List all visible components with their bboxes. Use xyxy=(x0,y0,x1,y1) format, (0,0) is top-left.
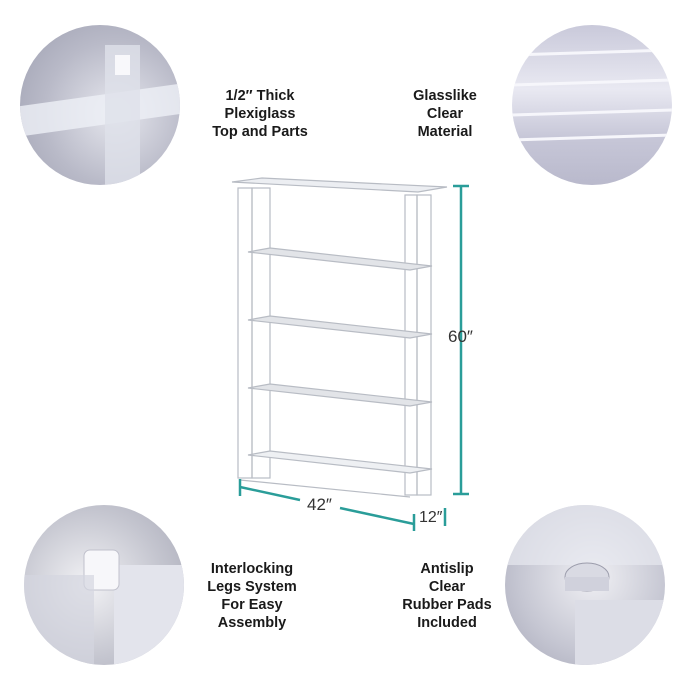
callout-line: Interlocking xyxy=(210,561,294,577)
callout-line: Antislip xyxy=(420,561,474,577)
callout-line: 1/2″ Thick xyxy=(225,88,295,104)
dimension-lines xyxy=(238,184,469,531)
detail-photo-thick-top xyxy=(20,25,180,185)
callout-line: Assembly xyxy=(217,615,287,631)
callout-line: Legs System xyxy=(207,579,297,595)
callout-line: Glasslike xyxy=(413,88,477,104)
callout-clear-material: Glasslike Clear Material xyxy=(390,87,500,141)
detail-photo-interlocking-legs xyxy=(24,505,184,665)
callout-line: Included xyxy=(417,615,477,631)
callout-line: Material xyxy=(417,124,473,140)
detail-photo-rubber-pads xyxy=(505,505,665,665)
callout-interlocking-legs: Interlocking Legs System For Easy Assemb… xyxy=(192,560,312,632)
detail-photo-clear-material xyxy=(512,25,672,185)
callout-line: Plexiglass xyxy=(224,106,296,122)
callout-line: Top and Parts xyxy=(212,124,308,140)
depth-dimension: 12″ xyxy=(419,509,443,526)
callout-line: Clear xyxy=(426,106,464,122)
callout-rubber-pads: Antislip Clear Rubber Pads Included xyxy=(392,560,502,632)
callout-line: For Easy xyxy=(221,597,283,613)
callout-line: Rubber Pads xyxy=(402,597,492,613)
height-dimension: 60″ xyxy=(448,327,473,346)
width-dimension: 42″ xyxy=(307,495,332,514)
callout-thick-top: 1/2″ Thick Plexiglass Top and Parts xyxy=(200,87,320,141)
callout-line: Clear xyxy=(428,579,466,595)
